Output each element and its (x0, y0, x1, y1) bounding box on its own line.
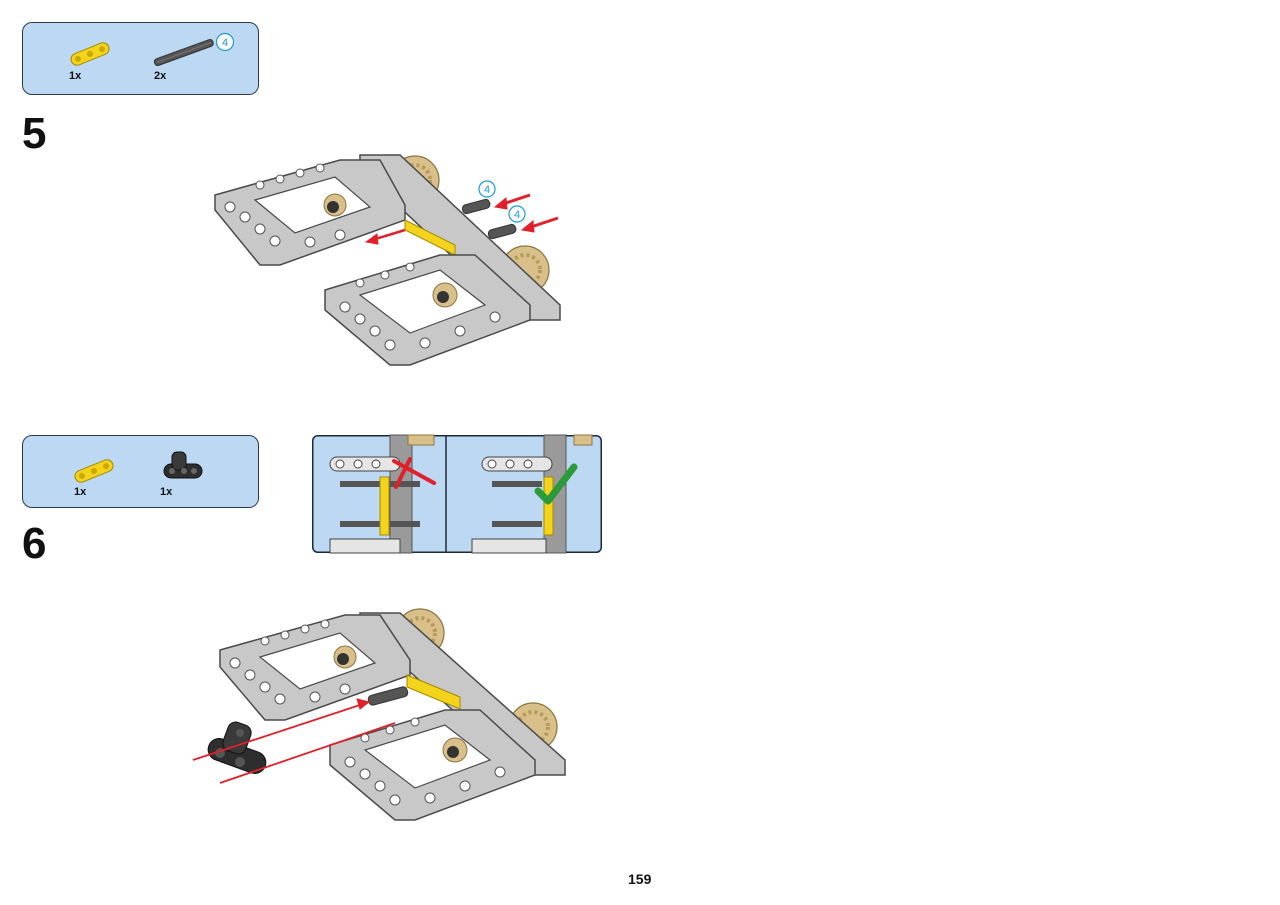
step6-part1-qty: 1x (74, 486, 87, 498)
yellow-beam-3-icon (74, 459, 114, 483)
axle-icon (487, 223, 517, 240)
upper-frame (219, 614, 411, 721)
step5-parts-box: 1x 4 2x (22, 22, 259, 95)
orientation-callout (312, 434, 602, 554)
wrong-orientation-panel (329, 434, 436, 554)
lower-frame (324, 254, 531, 366)
svg-text:4: 4 (484, 184, 490, 196)
insert-arrow-icon (364, 228, 406, 245)
svg-text:4: 4 (222, 37, 228, 49)
axle-length-badge: 4 (215, 32, 235, 52)
step6-parts-box: 1x 1x (22, 435, 259, 508)
svg-text:4: 4 (514, 209, 520, 221)
correct-orientation-panel (471, 434, 593, 554)
step5-part2-qty: 2x (154, 70, 167, 82)
axle-length-badge: 4 (508, 205, 526, 223)
axle-icon (461, 198, 491, 215)
step6-assembly-illustration (192, 608, 566, 821)
step5-assembly-illustration: 4 4 (214, 154, 561, 366)
yellow-beam-3-icon (70, 42, 110, 66)
wrong-cross-icon (392, 457, 436, 489)
black-connector-icon (163, 451, 203, 479)
upper-frame (214, 159, 406, 266)
step6-number: 6 (22, 519, 47, 568)
step6-part2-qty: 1x (160, 486, 173, 498)
step5-part1-qty: 1x (69, 70, 82, 82)
check-mark-icon (534, 463, 578, 505)
page-number: 159 (628, 871, 652, 887)
axle-length-badge: 4 (478, 180, 496, 198)
step5-number: 5 (22, 109, 47, 158)
insert-arrow-icon (192, 698, 396, 784)
insert-arrow-icon (493, 193, 531, 210)
black-connector-icon (207, 721, 267, 774)
dark-gray-axle-4-icon (153, 38, 214, 67)
insert-arrow-icon (520, 216, 559, 233)
